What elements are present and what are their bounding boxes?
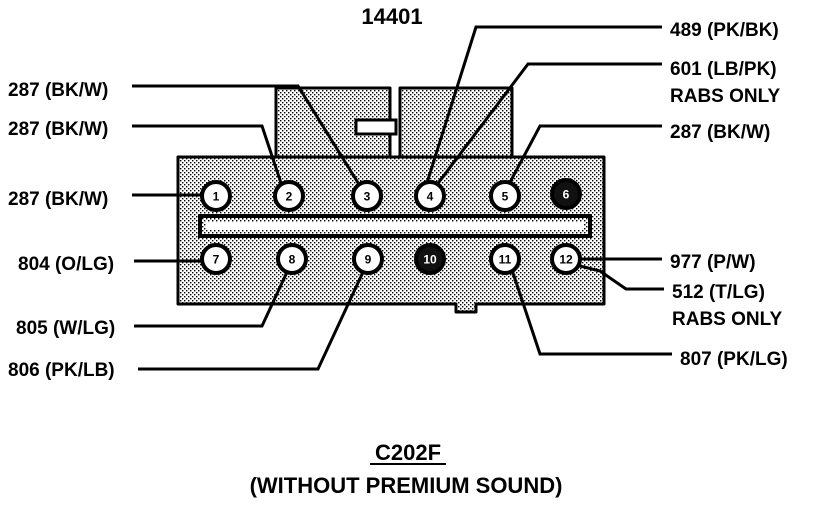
pin-cavity — [200, 243, 232, 275]
leader-line-pin-12 — [575, 263, 664, 291]
pin-number: 11 — [499, 253, 512, 267]
pin-number: 3 — [364, 190, 371, 204]
pin-cavity — [351, 180, 383, 212]
pin-cavity — [489, 180, 521, 212]
pin-number: 8 — [289, 253, 296, 267]
pin-number: 9 — [365, 253, 372, 267]
wire-label-note: RABS ONLY — [670, 86, 780, 107]
pin-6: 6 — [550, 178, 582, 210]
pin-cavity — [200, 180, 232, 212]
leader-line-pin-5 — [506, 124, 662, 187]
housing-top-tab-right — [398, 86, 514, 160]
leader-line-pin-4 — [424, 25, 662, 187]
pin-cavity — [550, 178, 582, 210]
pin-10: 10 — [414, 243, 446, 275]
pin-number: 12 — [559, 253, 573, 267]
pin-7: 7 — [200, 243, 232, 275]
housing-key-notch — [354, 118, 398, 136]
pin-cavity — [550, 243, 582, 275]
wire-label: 287 (BK/W) — [8, 189, 108, 210]
wire-label: 601 (LB/PK) — [670, 59, 777, 80]
pin-cavity — [414, 180, 446, 212]
pin-4: 4 — [414, 180, 446, 212]
pin-cavity — [414, 243, 446, 275]
pin-12: 12 — [550, 243, 582, 275]
leader-line-pin-4 — [434, 62, 662, 187]
wire-label: 804 (O/LG) — [18, 254, 114, 275]
leader-line-pin-3 — [132, 84, 362, 187]
pin-11: 11 — [489, 243, 521, 275]
pin-number: 4 — [427, 190, 434, 204]
pin-1: 1 — [200, 180, 232, 212]
pin-8: 8 — [276, 243, 308, 275]
wire-label: 977 (P/W) — [670, 252, 756, 273]
wire-leaders — [132, 25, 672, 371]
pin-cavity — [276, 243, 308, 275]
connector-name: C202F — [375, 440, 441, 465]
pin-9: 9 — [352, 243, 384, 275]
wire-label: 805 (W/LG) — [16, 318, 115, 339]
pin-number: 10 — [423, 253, 437, 267]
leader-line-pin-9 — [138, 269, 366, 371]
pin-2: 2 — [273, 180, 305, 212]
wire-label: 287 (BK/W) — [670, 122, 770, 143]
housing-slot-groove — [206, 222, 584, 230]
wire-label: 489 (PK/BK) — [670, 20, 779, 41]
pin-number: 1 — [213, 190, 220, 204]
pin-number: 5 — [502, 190, 509, 204]
wire-label: 287 (BK/W) — [8, 119, 108, 140]
pin-3: 3 — [351, 180, 383, 212]
pin-number: 6 — [563, 188, 570, 202]
leader-line-pin-8 — [134, 269, 290, 328]
pin-cavity — [352, 243, 384, 275]
wire-label: 807 (PK/LG) — [680, 349, 788, 370]
pin-5: 5 — [489, 180, 521, 212]
wire-label-note: RABS ONLY — [672, 309, 782, 330]
wire-labels: 287 (BK/W) 287 (BK/W) 287 (BK/W) 804 (O/LG)… — [8, 20, 788, 381]
wire-label: 512 (T/LG) — [672, 282, 765, 303]
part-number: 14401 — [361, 4, 422, 29]
pin-cavity — [489, 243, 521, 275]
wire-label: 287 (BK/W) — [8, 80, 108, 101]
leader-line-pin-11 — [510, 269, 672, 356]
leader-line-pin-2 — [132, 124, 284, 187]
pin-number: 2 — [286, 190, 293, 204]
connector-subtitle: (WITHOUT PREMIUM SOUND) — [250, 473, 563, 498]
pin-number: 7 — [213, 253, 220, 267]
pin-cavity — [273, 180, 305, 212]
wire-label: 806 (PK/LB) — [8, 360, 115, 381]
